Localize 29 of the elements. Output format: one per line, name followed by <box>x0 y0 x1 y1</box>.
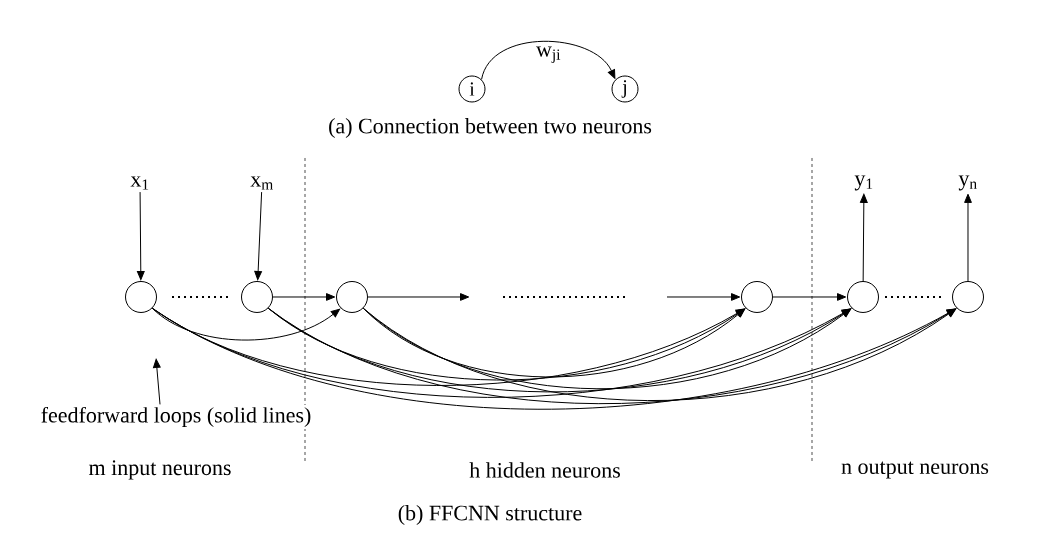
output-label: y$_{1}$ <box>854 175 873 191</box>
arrow <box>272 293 336 301</box>
arrow <box>666 293 741 301</box>
output-label: y$_{n}$ <box>958 175 977 191</box>
arrow <box>964 193 972 282</box>
input-label: x$_{m}$ <box>250 176 273 190</box>
neuron-circle <box>125 281 157 313</box>
neuron-circle <box>741 281 773 313</box>
layer-label: h hidden neurons <box>468 461 622 479</box>
edge-label: w$_{ji}$ <box>535 45 562 64</box>
leader-line <box>152 358 161 405</box>
layer-label: n output neurons <box>840 460 990 480</box>
input-label: x$_{1}$ <box>130 176 149 190</box>
neuron-circle <box>241 281 273 313</box>
caption: (a) Connection between two neurons <box>327 117 653 139</box>
arrow <box>136 191 145 281</box>
arrow <box>254 191 263 281</box>
neuron-circle <box>336 281 368 313</box>
annotation-text: feedforward loops (solid lines) <box>38 404 314 430</box>
arrow <box>151 307 956 410</box>
arrow <box>772 293 847 301</box>
layer-label: m input neurons <box>87 459 233 481</box>
arrow <box>859 193 868 282</box>
neuron-circle <box>952 281 984 313</box>
arrow <box>367 293 470 301</box>
arrow <box>481 40 616 80</box>
neuron-circle <box>847 281 879 313</box>
arrow <box>362 307 957 402</box>
caption: (b) FFCNN structure <box>396 504 584 526</box>
